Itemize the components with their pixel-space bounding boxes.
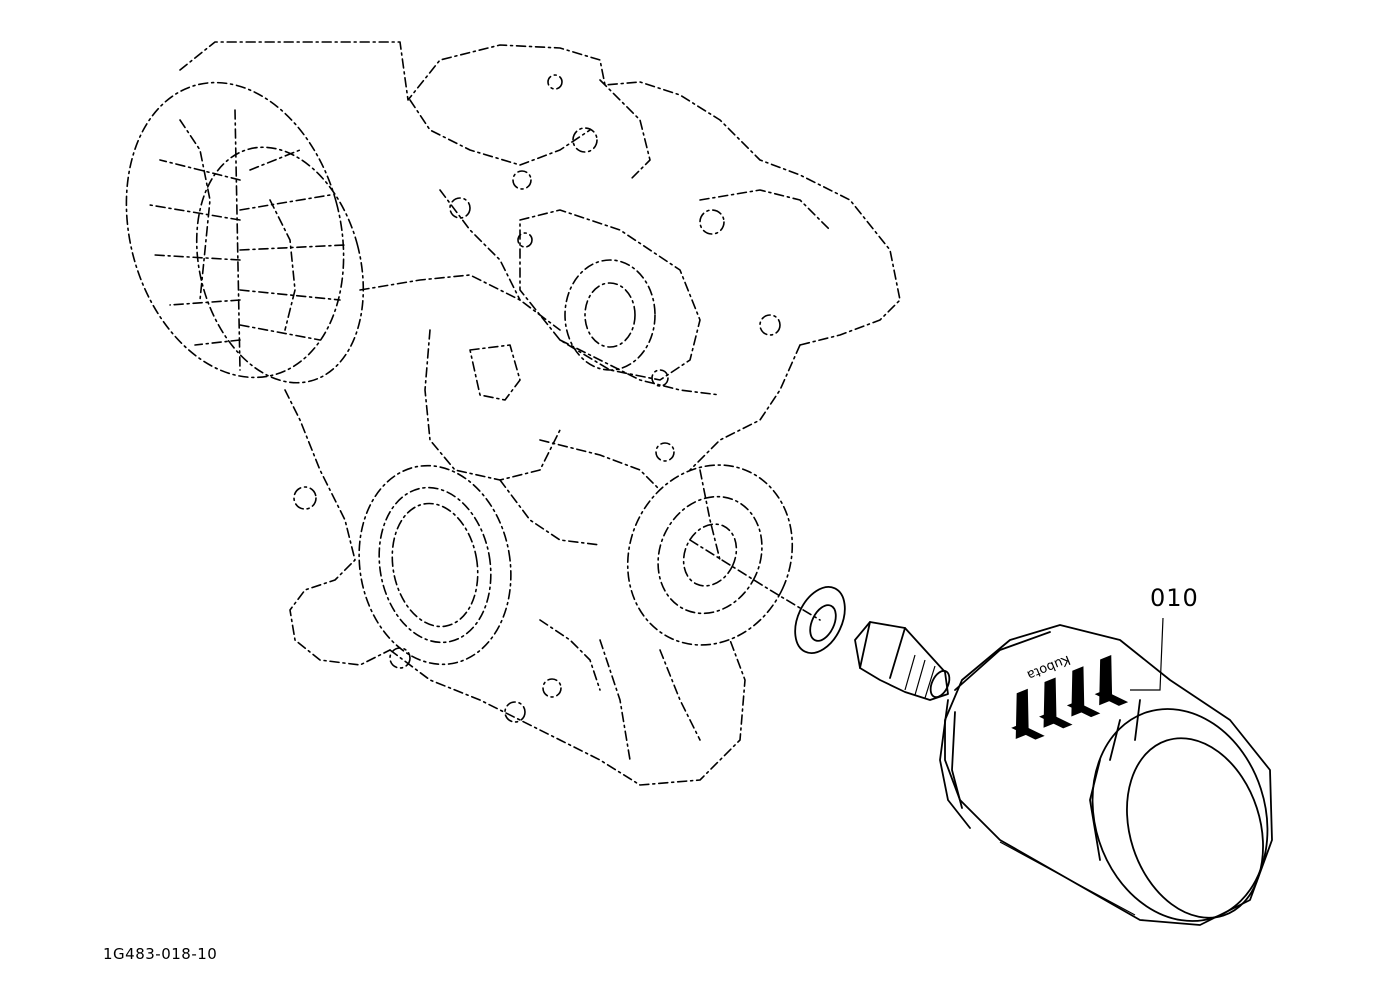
callout-leader-line (1130, 617, 1164, 691)
assembly-centerline (689, 539, 821, 621)
figure-id: 1G483-018-10 (103, 945, 218, 963)
callout-label-010: 010 (1150, 584, 1199, 612)
filter-nipple-fitting (854, 621, 951, 701)
fan-guard-grille (125, 81, 365, 384)
oil-filter-cartridge (939, 617, 1273, 926)
gear-case-housing (179, 41, 901, 786)
kubota-logo: Kubota (1011, 651, 1129, 740)
gasket-ring (794, 586, 846, 654)
svg-text:Kubota: Kubota (1025, 651, 1073, 682)
